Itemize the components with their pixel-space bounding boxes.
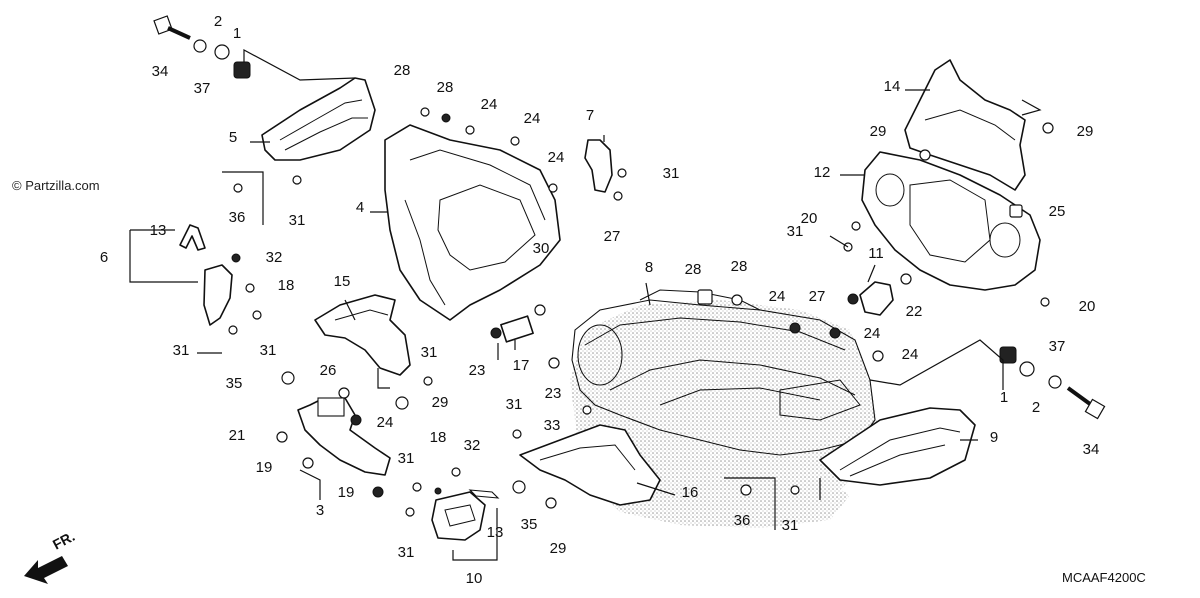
part-callout-2: 2 bbox=[1032, 399, 1040, 416]
part-callout-24: 24 bbox=[481, 96, 498, 113]
part-callout-33: 33 bbox=[544, 417, 561, 434]
part-callout-24: 24 bbox=[524, 110, 541, 127]
assembly-part-6 bbox=[179, 224, 233, 326]
part-callout-22: 22 bbox=[906, 303, 923, 320]
part-callout-26: 26 bbox=[320, 362, 337, 379]
watermark: © Partzilla.com bbox=[12, 178, 100, 193]
part-callout-34: 34 bbox=[152, 63, 169, 80]
part-callout-24: 24 bbox=[902, 346, 919, 363]
bracket-part-11 bbox=[859, 281, 894, 316]
part-callout-11: 11 bbox=[868, 245, 884, 262]
part-callout-1: 1 bbox=[233, 25, 241, 42]
part-callout-7: 7 bbox=[586, 107, 594, 124]
part-callout-23: 23 bbox=[545, 385, 562, 402]
part-callout-21: 21 bbox=[229, 427, 246, 444]
part-callout-35: 35 bbox=[226, 375, 243, 392]
part-callout-2: 2 bbox=[214, 13, 222, 30]
part-callout-28: 28 bbox=[437, 79, 454, 96]
side-fairing-part-16 bbox=[519, 424, 661, 506]
vent-part-10 bbox=[431, 489, 500, 541]
part-callout-29: 29 bbox=[870, 123, 887, 140]
part-callout-5: 5 bbox=[229, 129, 237, 146]
part-callout-23: 23 bbox=[469, 362, 486, 379]
part-callout-34: 34 bbox=[1083, 441, 1100, 458]
part-callout-17: 17 bbox=[513, 357, 530, 374]
part-callout-29: 29 bbox=[550, 540, 567, 557]
part-callout-13: 13 bbox=[150, 222, 167, 239]
part-callout-31: 31 bbox=[260, 342, 277, 359]
part-callout-37: 37 bbox=[1049, 338, 1066, 355]
part-callout-31: 31 bbox=[506, 396, 523, 413]
part-callout-10: 10 bbox=[466, 570, 483, 587]
part-callout-35: 35 bbox=[521, 516, 538, 533]
part-callout-19: 19 bbox=[256, 459, 273, 476]
diagram-code: MCAAF4200C bbox=[1062, 570, 1146, 585]
part-callout-31: 31 bbox=[663, 165, 680, 182]
part-callout-24: 24 bbox=[548, 149, 565, 166]
part-callout-9: 9 bbox=[990, 429, 998, 446]
part-callout-25: 25 bbox=[1049, 203, 1066, 220]
plate-part-17 bbox=[500, 315, 534, 343]
part-callout-18: 18 bbox=[430, 429, 447, 446]
housing-part-12 bbox=[861, 151, 1041, 291]
part-callout-6: 6 bbox=[100, 249, 108, 266]
part-callout-14: 14 bbox=[884, 78, 901, 95]
fasteners bbox=[153, 15, 1106, 517]
part-callout-4: 4 bbox=[356, 199, 364, 216]
part-callout-20: 20 bbox=[1079, 298, 1096, 315]
panel-part-5 bbox=[261, 77, 376, 161]
part-callout-31: 31 bbox=[398, 544, 415, 561]
part-callout-31: 31 bbox=[398, 450, 415, 467]
cover-part-15 bbox=[314, 294, 411, 376]
part-callout-31: 31 bbox=[421, 344, 438, 361]
part-callout-3: 3 bbox=[316, 502, 324, 519]
part-callout-30: 30 bbox=[533, 240, 550, 257]
lower-cowl-part-16 bbox=[598, 460, 850, 528]
bracket-part-7 bbox=[584, 139, 613, 193]
bracket-part-3 bbox=[297, 397, 391, 476]
part-callout-31: 31 bbox=[787, 223, 804, 240]
trim-part-9 bbox=[819, 407, 976, 486]
part-callout-36: 36 bbox=[229, 209, 246, 226]
cover-part-14 bbox=[904, 59, 1026, 191]
frame-part-4 bbox=[384, 124, 561, 321]
part-callout-37: 37 bbox=[194, 80, 211, 97]
part-callout-20: 20 bbox=[801, 210, 818, 227]
part-callout-12: 12 bbox=[814, 164, 831, 181]
part-callout-19: 19 bbox=[338, 484, 355, 501]
front-direction-arrow-icon: FR. bbox=[24, 530, 77, 584]
part-callout-28: 28 bbox=[685, 261, 702, 278]
part-callout-24: 24 bbox=[864, 325, 881, 342]
part-callout-31: 31 bbox=[173, 342, 190, 359]
part-callout-29: 29 bbox=[432, 394, 449, 411]
lower-cowl-part-8 bbox=[570, 289, 880, 510]
part-callout-32: 32 bbox=[464, 437, 481, 454]
part-callout-36: 36 bbox=[734, 512, 751, 529]
part-callout-32: 32 bbox=[266, 249, 283, 266]
part-callout-31: 31 bbox=[782, 517, 799, 534]
part-callout-15: 15 bbox=[334, 273, 351, 290]
part-callout-31: 31 bbox=[289, 212, 306, 229]
leader-lines bbox=[129, 48, 1042, 561]
part-callout-27: 27 bbox=[604, 228, 621, 245]
direction-label: FR. bbox=[50, 530, 77, 553]
part-callout-27: 27 bbox=[809, 288, 826, 305]
part-callout-24: 24 bbox=[377, 414, 394, 431]
part-callout-8: 8 bbox=[645, 259, 653, 276]
part-callout-24: 24 bbox=[769, 288, 786, 305]
part-callout-28: 28 bbox=[731, 258, 748, 275]
part-callout-29: 29 bbox=[1077, 123, 1094, 140]
part-callout-28: 28 bbox=[394, 62, 411, 79]
part-callout-1: 1 bbox=[1000, 389, 1008, 406]
part-callout-16: 16 bbox=[682, 484, 699, 501]
part-callout-13: 13 bbox=[487, 524, 504, 541]
part-callout-18: 18 bbox=[278, 277, 295, 294]
